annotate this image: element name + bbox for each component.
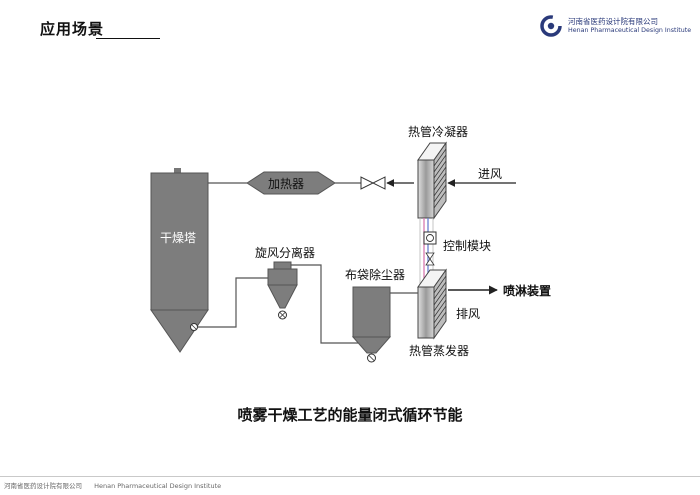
drying-tower <box>150 168 209 353</box>
heat-pipe-evaporator <box>417 268 447 340</box>
page-title: 应用场景 <box>40 20 105 38</box>
diagram-caption: 喷雾干燥工艺的能量闭式循环节能 <box>237 406 463 424</box>
control-module <box>423 231 437 266</box>
label-air-inlet: 进风 <box>478 167 502 181</box>
label-condenser: 热管冷凝器 <box>408 124 468 139</box>
heat-pipe-condenser <box>417 141 447 220</box>
label-heater: 加热器 <box>268 177 304 191</box>
label-drying-tower: 干燥塔 <box>160 231 196 245</box>
valve-icon <box>360 176 386 190</box>
company-logo: 河南省医药设计院有限公司 Henan Pharmaceutical Design… <box>540 14 700 40</box>
logo-mark-icon <box>540 15 562 37</box>
label-control-module: 控制模块 <box>443 239 491 253</box>
title-underline <box>96 38 160 39</box>
bag-filter <box>351 286 392 363</box>
footer-company-en: Henan Pharmaceutical Design Institute <box>94 482 222 490</box>
label-evaporator: 热管蒸发器 <box>409 343 469 358</box>
pipe-cyclone-bagfilter <box>291 264 358 344</box>
footer-divider <box>0 476 700 477</box>
label-exhaust: 排风 <box>456 307 480 321</box>
label-bag-filter: 布袋除尘器 <box>345 267 405 282</box>
footer-company-cn: 河南省医药设计院有限公司 <box>4 482 82 490</box>
label-spray-device: 喷淋装置 <box>503 283 551 298</box>
logo-company-name-en: Henan Pharmaceutical Design Institute <box>568 27 692 34</box>
logo-company-name-cn: 河南省医药设计院有限公司 <box>568 17 658 26</box>
pipe-tower-cyclone <box>198 277 268 328</box>
cyclone-separator <box>267 261 298 320</box>
label-cyclone: 旋风分离器 <box>255 245 315 260</box>
footer: 河南省医药设计院有限公司 Henan Pharmaceutical Design… <box>4 480 231 490</box>
